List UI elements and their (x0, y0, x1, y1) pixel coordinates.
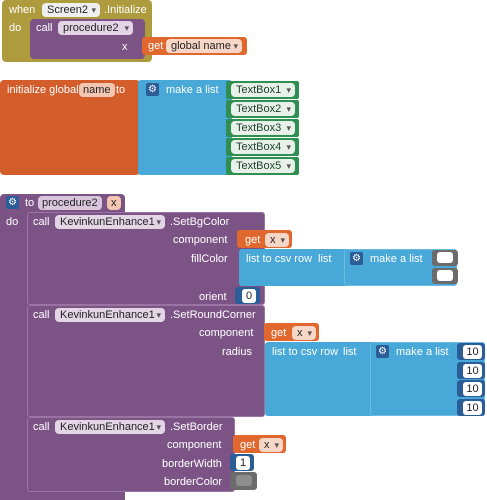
color-swatch[interactable] (236, 475, 252, 486)
get-label: get (245, 234, 261, 246)
component-label: component (167, 439, 222, 451)
borderwidth-label: borderWidth (162, 458, 222, 470)
procedure-name-field[interactable]: procedure2 (38, 196, 102, 210)
method-label: .SetBgColor (170, 216, 230, 228)
textbox-dropdown[interactable]: TextBox5 (231, 159, 295, 173)
gear-icon[interactable]: ⚙ (350, 252, 363, 265)
number-field[interactable]: 10 (463, 401, 482, 415)
fillcolor-label: fillColor (191, 253, 228, 265)
call-label: call (33, 309, 50, 321)
list-label: list (318, 253, 332, 265)
component-dropdown[interactable]: KevinkunEnhance1 (55, 420, 165, 434)
get-label: get (271, 327, 287, 339)
gear-icon[interactable]: ⚙ (146, 83, 159, 96)
initialize-global-label: initialize global (7, 84, 79, 96)
screen-dropdown[interactable]: Screen2 (42, 3, 100, 17)
method-label: .SetBorder (170, 421, 223, 433)
event-name-label: .Initialize (104, 4, 147, 16)
number-field[interactable]: 1 (236, 456, 250, 470)
method-label: .SetRoundCorner (170, 309, 256, 321)
component-dropdown[interactable]: KevinkunEnhance1 (55, 308, 165, 322)
list-to-csv-label: list to csv row (272, 346, 339, 358)
radius-label: radius (222, 346, 252, 358)
textbox-dropdown[interactable]: TextBox2 (231, 102, 295, 116)
color-swatch[interactable] (437, 270, 453, 281)
variable-dropdown[interactable]: x (292, 326, 316, 340)
initialize-global-block[interactable] (0, 80, 140, 175)
do-label: do (9, 22, 22, 34)
list-to-csv-label: list to csv row (246, 253, 313, 265)
make-a-list-label: make a list (166, 84, 219, 96)
list-label: list (343, 346, 357, 358)
gear-icon[interactable]: ⚙ (376, 345, 389, 358)
component-label: component (199, 327, 254, 339)
variable-dropdown[interactable]: x (259, 438, 283, 452)
number-field[interactable]: 10 (463, 364, 482, 378)
call-label: call (33, 421, 50, 433)
component-label: component (173, 234, 228, 246)
call-label: call (36, 22, 53, 34)
global-name-field[interactable]: name (79, 83, 115, 97)
procedure-dropdown[interactable]: procedure2 (58, 21, 133, 35)
number-field[interactable]: 0 (242, 289, 256, 303)
number-field[interactable]: 10 (463, 345, 482, 359)
get-label: get (148, 40, 164, 52)
call-label: call (33, 216, 50, 228)
color-swatch[interactable] (437, 252, 453, 263)
make-a-list-label: make a list (370, 253, 423, 265)
bordercolor-label: borderColor (164, 476, 223, 488)
to-label: to (25, 197, 35, 209)
when-label: when (9, 4, 36, 16)
component-dropdown[interactable]: KevinkunEnhance1 (55, 215, 165, 229)
make-a-list-label: make a list (396, 346, 449, 358)
orient-label: orient (199, 291, 227, 303)
get-label: get (240, 439, 256, 451)
variable-dropdown[interactable]: x (265, 233, 289, 247)
textbox-dropdown[interactable]: TextBox1 (231, 83, 295, 97)
textbox-dropdown[interactable]: TextBox3 (231, 121, 295, 135)
to-label: to (116, 84, 126, 96)
variable-dropdown[interactable]: global name (166, 39, 242, 53)
textbox-dropdown[interactable]: TextBox4 (231, 140, 295, 154)
number-field[interactable]: 10 (463, 382, 482, 396)
param-x-label: x (122, 41, 128, 53)
call-setroundcorner-block[interactable] (27, 305, 265, 417)
param-x-field[interactable]: x (107, 196, 121, 210)
do-label: do (6, 216, 19, 228)
gear-icon[interactable]: ⚙ (6, 196, 19, 209)
